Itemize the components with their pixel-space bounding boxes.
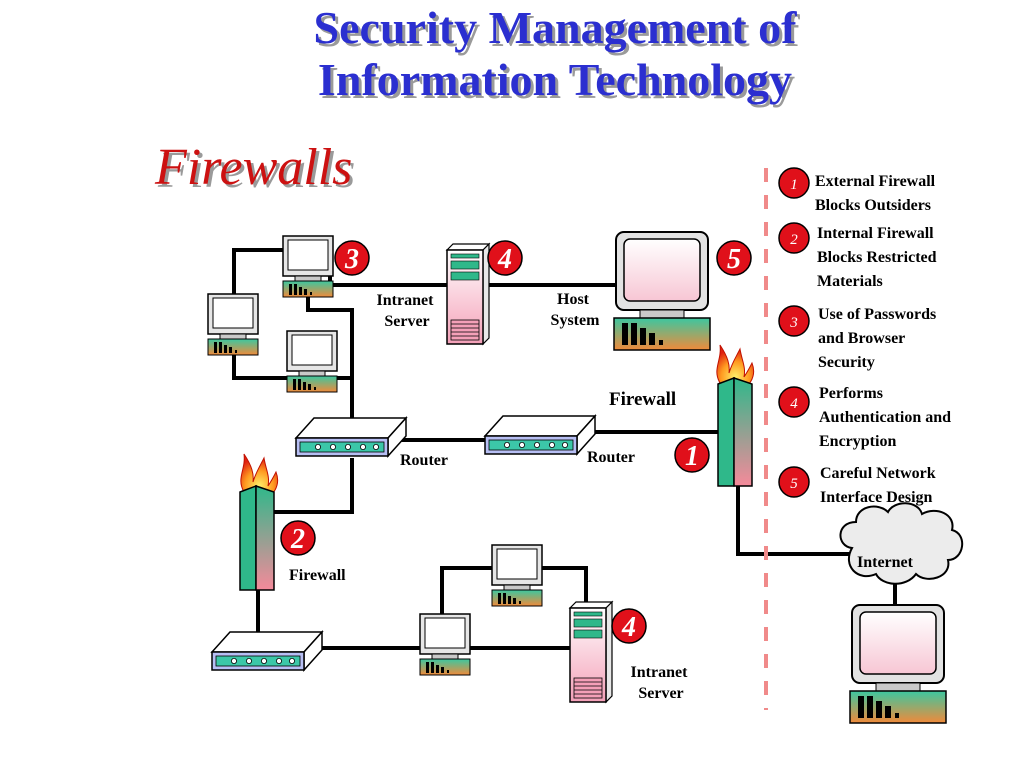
router-icon [211, 631, 323, 671]
intranet-server-label-bottom-line1: Intranet [631, 664, 689, 681]
router-icon [295, 417, 407, 457]
title-line-2: Information Technology [317, 54, 793, 105]
svg-text:4: 4 [621, 612, 636, 643]
svg-text:4: 4 [790, 396, 798, 412]
legend-item-3-text: Use of Passwords and Browser Security [818, 306, 937, 371]
svg-text:2: 2 [790, 232, 798, 248]
legend-badge-2: 2 [778, 222, 810, 254]
workstation-icon [282, 235, 334, 298]
legend-item-2-text: Internal Firewall Blocks Restricted Mate… [817, 225, 937, 290]
subtitle: Firewalls [155, 139, 353, 196]
intranet-server-icon [446, 243, 490, 345]
title-line-1: Security Management of [313, 2, 797, 53]
legend-badge-5: 5 [778, 466, 810, 498]
badge-3: 3 [334, 240, 370, 276]
intranet-server-icon [569, 601, 613, 703]
badge-5: 5 [716, 240, 752, 276]
svg-text:5: 5 [727, 244, 741, 275]
svg-text:3: 3 [789, 315, 798, 331]
internet-cloud-icon [839, 502, 963, 585]
firewall-label-right: Firewall [609, 389, 676, 410]
svg-text:1: 1 [790, 177, 798, 193]
host-system-label-line2: System [551, 312, 601, 329]
firewall-label-left: Firewall [289, 567, 346, 584]
svg-text:5: 5 [790, 476, 798, 492]
badge-4-bottom: 4 [611, 608, 647, 644]
host-system-icon [613, 231, 711, 351]
legend-badge-3: 3 [778, 305, 810, 337]
intranet-server-label-bottom-line2: Server [638, 685, 683, 702]
workstation-icon [207, 293, 259, 356]
legend-item-1-text: External Firewall Blocks Outsiders [815, 173, 936, 214]
svg-text:1: 1 [685, 441, 699, 472]
intranet-server-label-top-line2: Server [384, 313, 429, 330]
intranet-server-label-bottom: Intranet Server [631, 664, 692, 702]
legend-badge-4: 4 [778, 386, 810, 418]
intranet-server-label-top-line1: Intranet [377, 292, 435, 309]
internet-label: Internet [857, 554, 914, 571]
host-system-label: Host System [551, 291, 601, 329]
badge-4-top: 4 [487, 240, 523, 276]
router-label-left: Router [400, 452, 448, 469]
svg-text:4: 4 [497, 244, 512, 275]
host-system-label-line1: Host [557, 291, 590, 308]
legend-badge-1: 1 [778, 167, 810, 199]
legend-item-4-text: Performs Authentication and Encryption [819, 385, 952, 450]
svg-text:2: 2 [290, 524, 305, 555]
firewall-icon [716, 344, 755, 487]
badge-1: 1 [674, 437, 710, 473]
svg-text:3: 3 [344, 244, 359, 275]
intranet-server-label-top: Intranet Server [377, 292, 438, 330]
router-icon [484, 415, 596, 455]
legend-item-5-text: Careful Network Interface Design [820, 465, 936, 506]
workstation-icon [419, 613, 471, 676]
firewall-icon [239, 453, 279, 591]
internet-user-computer-icon [849, 604, 947, 724]
badge-2: 2 [280, 520, 316, 556]
workstation-icon [286, 330, 338, 393]
router-label-right: Router [587, 449, 635, 466]
workstation-icon [491, 544, 543, 607]
